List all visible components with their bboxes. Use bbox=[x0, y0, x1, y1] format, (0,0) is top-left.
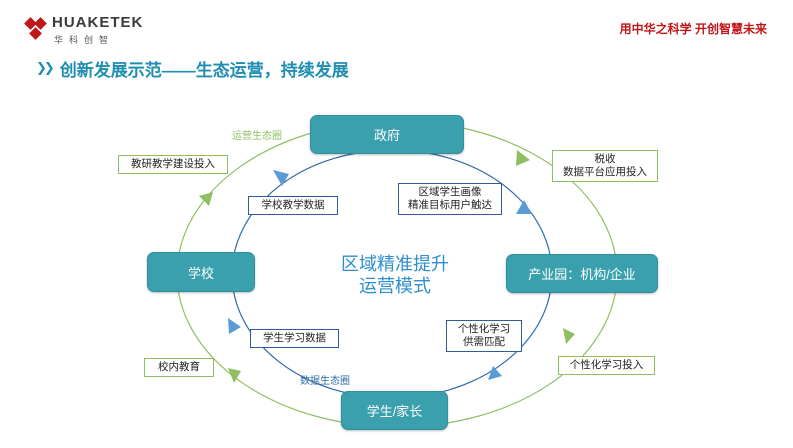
inner-arrow-bottom-left bbox=[228, 318, 241, 334]
outer-arrow-left bbox=[199, 192, 213, 206]
title-bar: ❯❯ 创新发展示范——生态运营，持续发展 bbox=[36, 57, 349, 80]
outer-arrow-right bbox=[563, 328, 575, 344]
label-campus-edu: 校内教育 bbox=[144, 358, 214, 377]
label-operation-eco: 运营生态圈 bbox=[232, 131, 282, 142]
center-line-2: 运营模式 bbox=[359, 276, 431, 296]
node-industry: 产业园：机构/企业 bbox=[506, 254, 658, 293]
label-personal-matching: 个性化学习 供需匹配 bbox=[446, 320, 522, 352]
label-data-eco: 数据生态圈 bbox=[300, 376, 350, 387]
page-title: 创新发展示范——生态运营，持续发展 bbox=[59, 60, 349, 80]
label-school-data: 学校教学数据 bbox=[248, 196, 338, 215]
logo-subtitle: 华科创智 bbox=[54, 35, 115, 45]
label-tax: 税收 数据平台应用投入 bbox=[552, 150, 658, 182]
label-tax-line2: 数据平台应用投入 bbox=[563, 166, 647, 178]
logo-mark-icon bbox=[24, 17, 47, 40]
outer-arrow-top-right bbox=[516, 150, 530, 166]
center-mode-text: 区域精准提升 运营模式 bbox=[325, 253, 465, 297]
label-region-profile: 区域学生画像 精准目标用户触达 bbox=[398, 183, 502, 215]
node-government: 政府 bbox=[310, 115, 464, 154]
node-student: 学生/家长 bbox=[341, 391, 448, 430]
company-logo bbox=[24, 14, 164, 48]
label-personal-invest: 个性化学习投入 bbox=[558, 356, 655, 375]
node-school: 学校 bbox=[147, 252, 255, 292]
label-tax-line1: 税收 bbox=[594, 153, 616, 165]
center-line-1: 区域精准提升 bbox=[341, 254, 449, 274]
slogan: 用中华之科学 开创智慧未来 bbox=[619, 22, 767, 36]
inner-arrow-top-right bbox=[516, 200, 532, 214]
outer-arrow-bottom-left bbox=[228, 368, 241, 383]
inner-arrow-top-left bbox=[273, 170, 289, 186]
inner-arrow-bottom-right bbox=[488, 366, 502, 380]
label-region-profile-line1: 区域学生画像 bbox=[418, 186, 482, 198]
label-region-profile-line2: 精准目标用户触达 bbox=[408, 199, 492, 211]
label-learning-data: 学生学习数据 bbox=[250, 329, 339, 348]
double-chevron-icon: ❯❯ bbox=[36, 60, 55, 75]
label-personal-line1: 个性化学习 bbox=[457, 323, 511, 335]
label-research-invest: 教研教学建设投入 bbox=[118, 155, 228, 174]
label-personal-line2: 供需匹配 bbox=[463, 336, 505, 348]
logo-name: HUAKETEK bbox=[52, 14, 144, 31]
